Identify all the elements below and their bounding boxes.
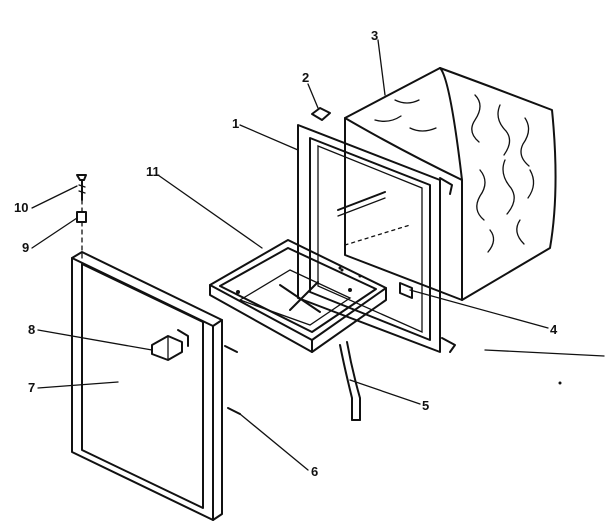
- spacer: [76, 211, 87, 223]
- callout-9: 9: [22, 240, 29, 255]
- door-latch: [151, 329, 238, 361]
- callout-7: 7: [28, 380, 35, 395]
- stray-dot: [558, 381, 562, 385]
- door-hinge: [227, 407, 241, 415]
- callout-3: 3: [371, 28, 378, 43]
- insulation-box: [344, 67, 557, 301]
- callout-6: 6: [311, 464, 318, 479]
- callout-11: 11: [146, 164, 160, 179]
- callout-10: 10: [14, 200, 28, 215]
- callout-2: 2: [302, 70, 309, 85]
- callout-5: 5: [422, 398, 429, 413]
- callout-1: 1: [232, 116, 239, 131]
- callout-4: 4: [550, 322, 558, 337]
- bottom-clip: [441, 337, 456, 353]
- leader-lines: [31, 39, 605, 471]
- top-clip: [311, 107, 331, 121]
- drain-tube-inner: [346, 341, 361, 421]
- drip-tray: [209, 239, 387, 353]
- side-clip: [439, 177, 453, 195]
- callout-8: 8: [28, 322, 35, 337]
- screw: [76, 174, 87, 201]
- drain-tube: [339, 344, 353, 421]
- door-panel: [71, 251, 223, 521]
